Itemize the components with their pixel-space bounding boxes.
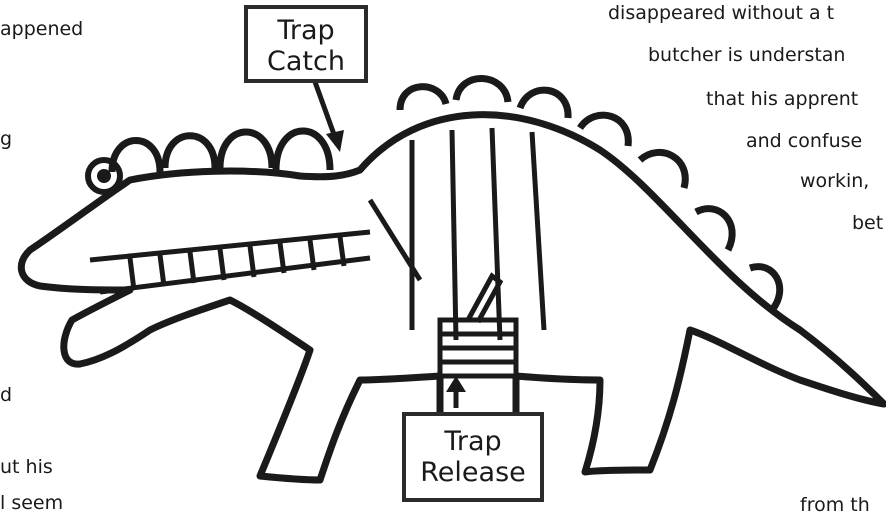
trap-release-arrow xyxy=(446,376,466,408)
right-text-3: that his apprent xyxy=(706,88,858,110)
trap-release-line-1: Trap xyxy=(406,426,540,457)
right-text-5: workin, xyxy=(800,170,869,192)
trap-catch-line-2: Catch xyxy=(248,46,364,77)
left-text-5: l seem xyxy=(0,492,63,514)
left-text-3: d xyxy=(0,384,12,406)
teeth xyxy=(90,232,370,292)
right-text-1: disappeared without a t xyxy=(608,2,834,24)
trap-catch-line-1: Trap xyxy=(248,15,364,46)
left-text-2: g xyxy=(0,128,12,150)
right-text-7: from th xyxy=(800,494,870,516)
trap-release-label: Trap Release xyxy=(402,412,544,502)
trap-catch-label: Trap Catch xyxy=(244,5,368,83)
left-text-4: ut his xyxy=(0,456,53,478)
eye-icon xyxy=(88,160,120,192)
right-text-6: bet xyxy=(852,212,883,234)
right-text-4: and confuse xyxy=(746,130,862,152)
rib-cage xyxy=(370,128,544,340)
left-text-1: appened xyxy=(0,18,83,40)
trap-release-mechanism xyxy=(440,276,516,376)
right-text-2: butcher is understan xyxy=(648,44,845,66)
back-spikes xyxy=(112,78,780,310)
trap-release-line-2: Release xyxy=(406,457,540,488)
